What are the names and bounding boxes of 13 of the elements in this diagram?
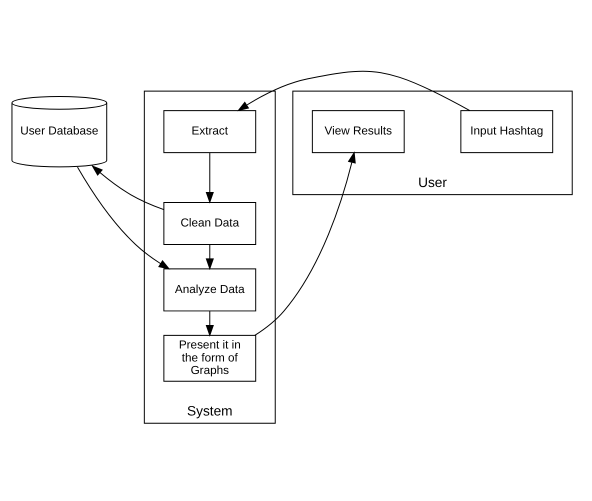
arrow <box>206 152 214 204</box>
node-box: Clean Data <box>163 202 256 244</box>
node-box: Analyze Data <box>163 268 256 311</box>
arrow <box>237 70 470 111</box>
node-box: Extract <box>163 110 256 153</box>
node-box: View Results <box>312 110 405 153</box>
arrow <box>77 166 170 270</box>
node-box: Present it in the form of Graphs <box>163 334 256 382</box>
arrow <box>206 244 214 270</box>
arrow <box>91 164 164 210</box>
arrow <box>254 150 356 336</box>
node-box: Input Hashtag <box>460 110 554 153</box>
arrow <box>206 310 214 336</box>
